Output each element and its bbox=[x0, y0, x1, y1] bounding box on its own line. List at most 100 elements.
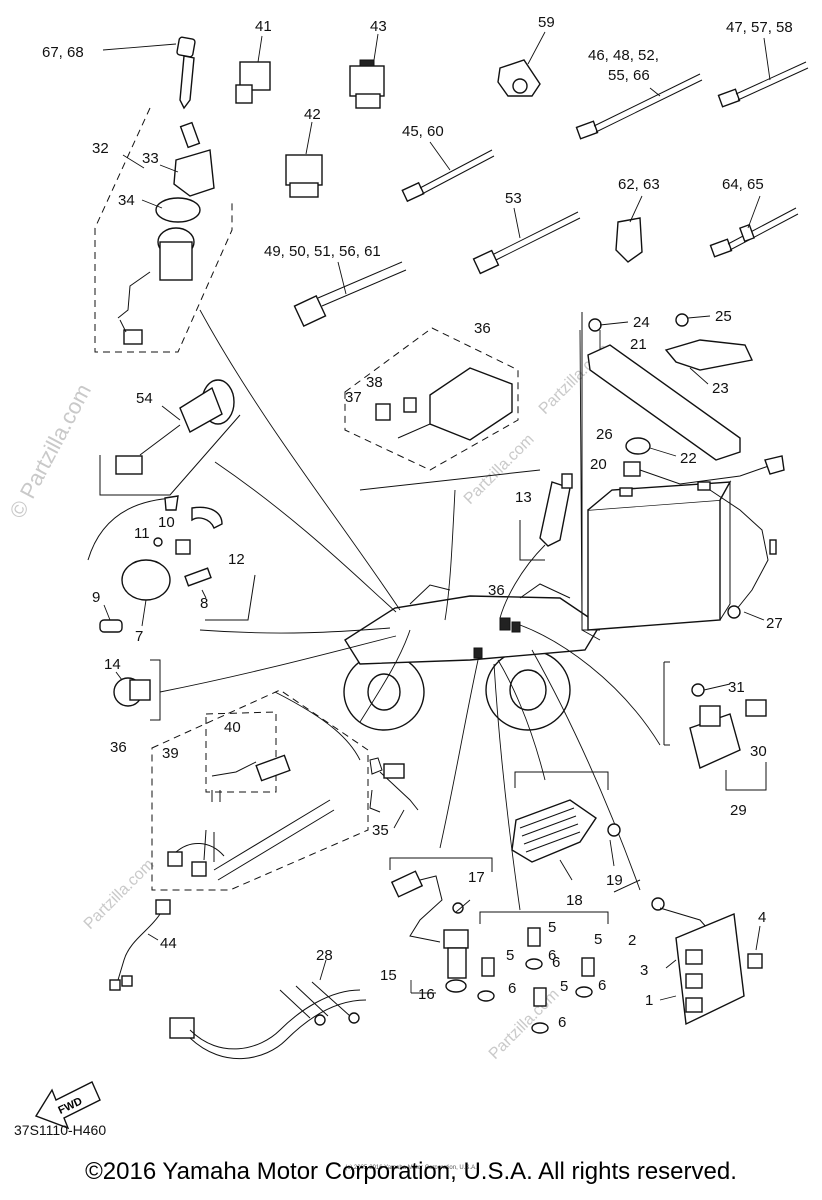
callout-6-d: 6 bbox=[598, 977, 606, 994]
callout-12: 12 bbox=[228, 551, 245, 568]
main-switch-group bbox=[94, 107, 233, 353]
lead-part-44 bbox=[109, 899, 171, 991]
callout-35: 35 bbox=[372, 822, 389, 839]
callout-36-left: 36 bbox=[110, 739, 127, 756]
key-blank-part bbox=[102, 36, 196, 110]
callout-16: 16 bbox=[418, 986, 435, 1003]
connection-leaders bbox=[159, 309, 661, 911]
callout-67-68: 67, 68 bbox=[42, 44, 84, 61]
callout-31: 31 bbox=[728, 679, 745, 696]
clamp-part-59 bbox=[497, 31, 546, 97]
sender-group bbox=[389, 857, 493, 994]
cable-tie-45 bbox=[401, 141, 495, 203]
callout-46-line2: 55, 66 bbox=[608, 67, 650, 84]
callout-26: 26 bbox=[596, 426, 613, 443]
watermark-faint-2: Partzilla.com bbox=[81, 856, 158, 933]
callout-9: 9 bbox=[92, 589, 100, 606]
callout-33: 33 bbox=[142, 150, 159, 167]
spark-plug-13 bbox=[519, 473, 573, 561]
callout-37: 37 bbox=[345, 389, 362, 406]
socket-part-54 bbox=[99, 379, 241, 496]
callout-6-c: 6 bbox=[508, 980, 516, 997]
cable-tie-64 bbox=[709, 195, 799, 258]
fwd-arrow: FWD bbox=[34, 1081, 101, 1130]
diagram-reference-code: 37S1110-H460 bbox=[14, 1122, 107, 1138]
callout-17: 17 bbox=[468, 869, 485, 886]
callout-6-b: 6 bbox=[552, 954, 560, 971]
callout-18: 18 bbox=[566, 892, 583, 909]
callout-64-65: 64, 65 bbox=[722, 176, 764, 193]
sensor-part-35 bbox=[369, 757, 419, 829]
callout-27: 27 bbox=[766, 615, 783, 632]
callout-46-line1: 46, 48, 52, bbox=[588, 47, 659, 64]
cable-tie-53 bbox=[472, 207, 581, 275]
callout-5-a: 5 bbox=[548, 919, 556, 936]
callout-54: 54 bbox=[136, 390, 153, 407]
ecu-box-group bbox=[344, 327, 541, 491]
callout-4: 4 bbox=[758, 909, 766, 926]
harness-group bbox=[151, 689, 369, 891]
callout-39: 39 bbox=[162, 745, 179, 762]
watermark-faint-3: Partzilla.com bbox=[486, 986, 563, 1063]
small-copyright: (c) 2005-2016 Yamaha Motor Corporation, … bbox=[345, 1165, 477, 1171]
callout-24: 24 bbox=[633, 314, 650, 331]
callout-15: 15 bbox=[380, 967, 397, 984]
relay-part-42 bbox=[285, 121, 323, 198]
cdi-group bbox=[613, 879, 763, 1026]
callout-14: 14 bbox=[104, 656, 121, 673]
callout-59: 59 bbox=[538, 14, 555, 31]
regulator-part-18 bbox=[511, 771, 621, 881]
callout-41: 41 bbox=[255, 18, 272, 35]
callout-45-60: 45, 60 bbox=[402, 123, 444, 140]
callout-36-atv: 36 bbox=[488, 582, 505, 599]
callout-7: 7 bbox=[135, 628, 143, 645]
callout-53: 53 bbox=[505, 190, 522, 207]
callout-20: 20 bbox=[590, 456, 607, 473]
callout-21: 21 bbox=[630, 336, 647, 353]
callout-8: 8 bbox=[200, 595, 208, 612]
cable-tie-47 bbox=[717, 37, 809, 108]
callout-49-50: 49, 50, 51, 56, 61 bbox=[264, 243, 381, 260]
callout-28: 28 bbox=[316, 947, 333, 964]
horn-group bbox=[87, 495, 256, 633]
callout-10: 10 bbox=[158, 514, 175, 531]
sensor-part-14 bbox=[113, 659, 161, 721]
callout-25: 25 bbox=[715, 308, 732, 325]
callout-47-57-58: 47, 57, 58 bbox=[726, 19, 793, 36]
callout-42: 42 bbox=[304, 106, 321, 123]
callout-30: 30 bbox=[750, 743, 767, 760]
callout-19: 19 bbox=[606, 872, 623, 889]
callout-62-63: 62, 63 bbox=[618, 176, 660, 193]
callout-36-top: 36 bbox=[474, 320, 491, 337]
lead-part-28 bbox=[169, 959, 367, 1060]
callout-44: 44 bbox=[160, 935, 177, 952]
callout-5-c: 5 bbox=[594, 931, 602, 948]
fittings-group bbox=[477, 911, 609, 1034]
copyright-notice: ©2016 Yamaha Motor Corporation, U.S.A. A… bbox=[85, 1158, 737, 1185]
callout-6-e: 6 bbox=[558, 1014, 566, 1031]
callout-6-a: 6 bbox=[548, 947, 556, 964]
callout-23: 23 bbox=[712, 380, 729, 397]
callout-11: 11 bbox=[134, 525, 150, 542]
callout-1: 1 bbox=[645, 992, 653, 1009]
callout-5-b: 5 bbox=[506, 947, 514, 964]
cable-tie-49 bbox=[293, 261, 407, 327]
callout-13: 13 bbox=[515, 489, 532, 506]
callout-38: 38 bbox=[366, 374, 383, 391]
callout-5-d: 5 bbox=[560, 978, 568, 995]
callout-22: 22 bbox=[680, 450, 697, 467]
callout-labels: 67, 68 41 43 42 59 46, 48, 52, 55, 66 47… bbox=[42, 14, 793, 1031]
callout-40: 40 bbox=[224, 719, 241, 736]
atv-vehicle bbox=[343, 583, 601, 731]
coupler-part-41 bbox=[235, 35, 271, 104]
cable-tie-46 bbox=[575, 73, 703, 140]
callout-34: 34 bbox=[118, 192, 135, 209]
watermark-main: © Partzilla.com bbox=[4, 380, 96, 523]
callout-29: 29 bbox=[730, 802, 747, 819]
relay-part-43 bbox=[349, 33, 385, 109]
callout-2: 2 bbox=[628, 932, 636, 949]
callout-43: 43 bbox=[370, 18, 387, 35]
clip-62-63 bbox=[615, 195, 643, 263]
starter-relay-group bbox=[663, 661, 767, 791]
